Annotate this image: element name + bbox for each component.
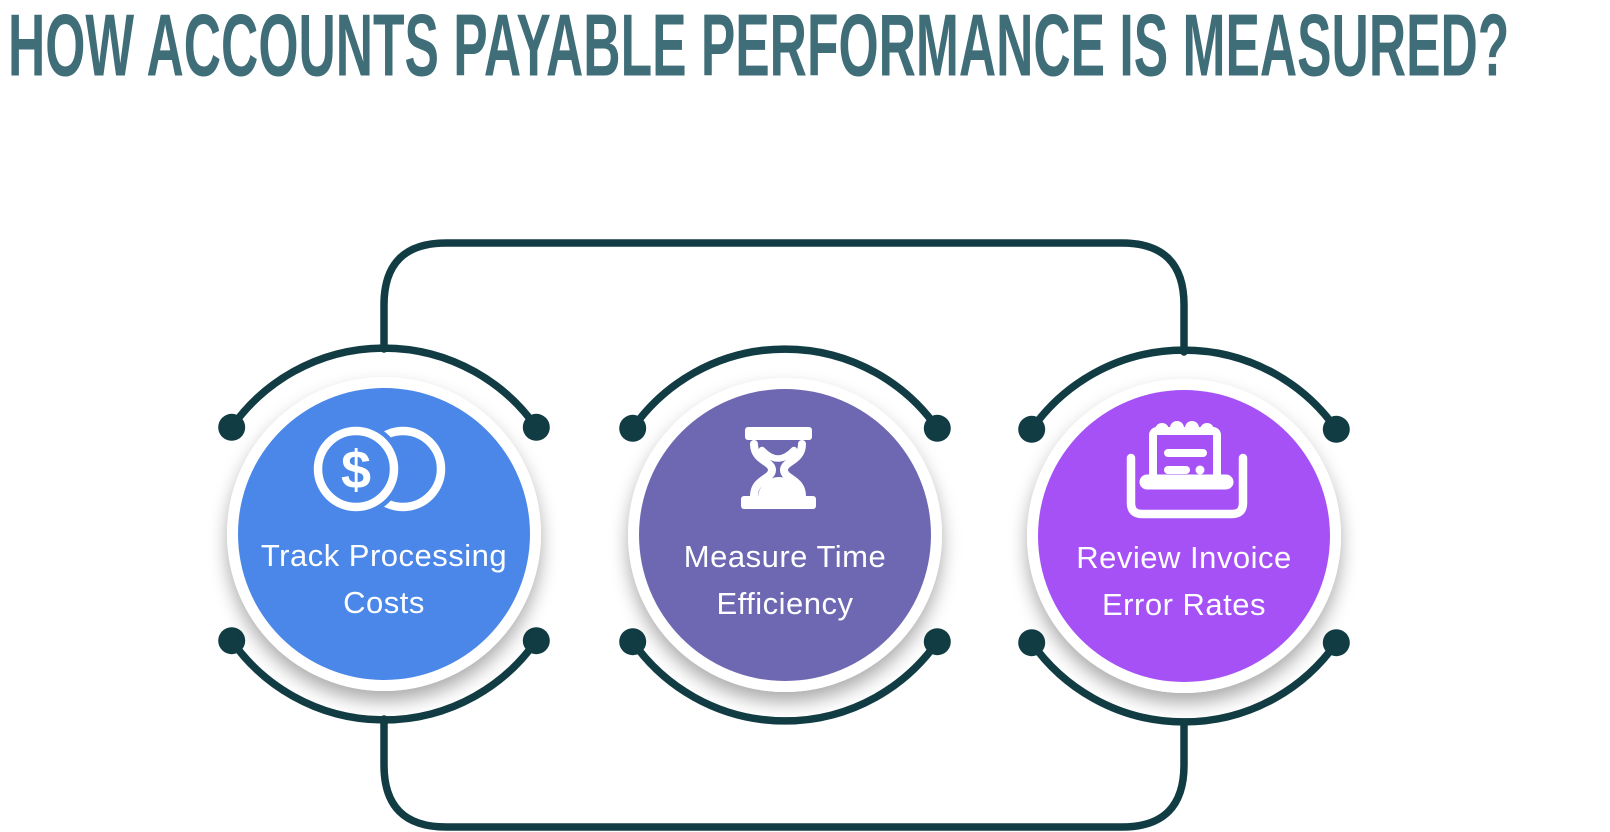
item-circle-2 [628, 378, 942, 692]
item-label-1-line-1: Track Processing [260, 538, 508, 573]
node-dot [218, 627, 246, 655]
node-dot [619, 628, 647, 656]
connector-frame-top [380, 239, 1188, 356]
node-dot [619, 414, 647, 442]
node-dot [1018, 415, 1046, 443]
page-title: HOW ACCOUNTS PAYABLE PERFORMANCE IS MEAS… [8, 0, 1510, 95]
item-circle-2-fill [639, 389, 931, 681]
coins-dollar-icon: $ [309, 422, 446, 516]
node-dot [923, 628, 951, 656]
item-label-2-line-2: Efficiency [716, 586, 854, 621]
ring-arc-bottom-1 [227, 636, 541, 724]
node-dots [218, 413, 1350, 657]
item-label-3: Review Invoice Error Rates [1024, 534, 1344, 628]
ring-arc-top-3 [1027, 346, 1341, 434]
item-label-3-line-2: Error Rates [1102, 587, 1266, 622]
connector-frame [380, 239, 1188, 831]
node-dot [923, 414, 951, 442]
coin-dollar-glyph: $ [341, 440, 371, 500]
node-dot [218, 413, 246, 441]
item-label-2: Measure Time Efficiency [625, 533, 945, 627]
item-circle-3 [1027, 379, 1341, 693]
ring-arc-top-1 [227, 344, 541, 432]
item-label-1: Track Processing Costs [224, 532, 544, 626]
item-label-2-line-1: Measure Time [683, 539, 887, 574]
invoice-receipt-icon [1126, 421, 1248, 519]
node-ring-arcs [227, 344, 1341, 726]
hourglass-icon [741, 427, 816, 509]
item-label-3-line-1: Review Invoice [1076, 540, 1292, 575]
node-dot [522, 627, 550, 655]
item-circle-1: $ [227, 377, 541, 691]
node-dot [522, 413, 550, 441]
node-dot [1018, 629, 1046, 657]
connector-frame-bottom [380, 715, 1188, 831]
ring-arc-top-2 [628, 345, 942, 433]
node-dot [1322, 629, 1350, 657]
ring-arc-bottom-2 [628, 637, 942, 725]
ring-arc-bottom-3 [1027, 638, 1341, 726]
item-circle-3-fill [1038, 390, 1330, 682]
item-label-1-line-2: Costs [343, 585, 425, 620]
node-dot [1322, 415, 1350, 443]
